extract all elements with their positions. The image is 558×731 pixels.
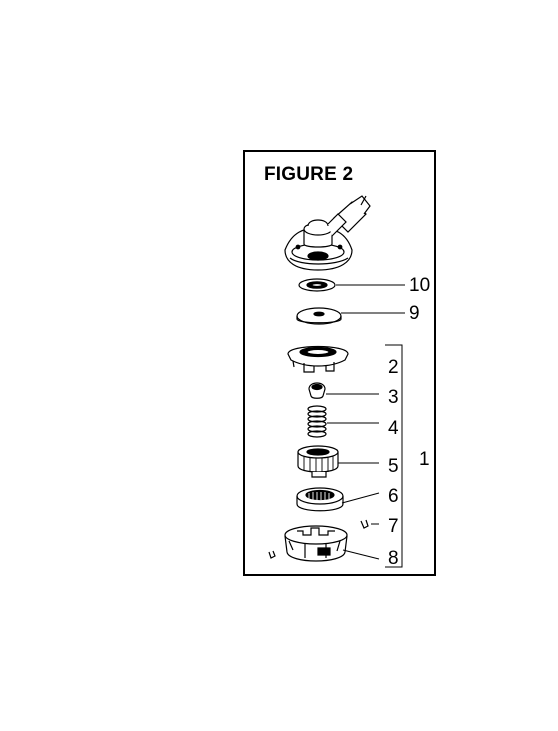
leader-line-6: [341, 492, 380, 504]
callout-4: 4: [388, 418, 399, 439]
figure-title: FIGURE 2: [264, 164, 354, 185]
group-bracket: [385, 344, 403, 568]
callout-2: 2: [388, 357, 399, 378]
callout-6: 6: [388, 486, 399, 507]
callout-9: 9: [409, 303, 420, 324]
clip-icon: [268, 519, 369, 559]
retainer-plate-icon: [296, 307, 342, 325]
callout-10: 10: [409, 275, 431, 296]
spool-icon: [297, 445, 339, 478]
bearing-washer-icon: [298, 278, 336, 292]
callout-5: 5: [388, 456, 399, 477]
callout-3: 3: [388, 387, 399, 408]
callout-7: 7: [388, 516, 399, 537]
callout-1: 1: [419, 449, 430, 470]
trimmer-head-housing-icon: [284, 525, 348, 562]
callout-8: 8: [388, 548, 399, 569]
spring-icon: [307, 405, 327, 438]
leader-line-8: [342, 549, 380, 560]
bump-knob-ring-icon: [296, 487, 344, 512]
hub-cover-icon: [287, 345, 349, 373]
gearhead-assembly-icon: [284, 195, 371, 271]
eyelet-icon: [308, 382, 326, 399]
